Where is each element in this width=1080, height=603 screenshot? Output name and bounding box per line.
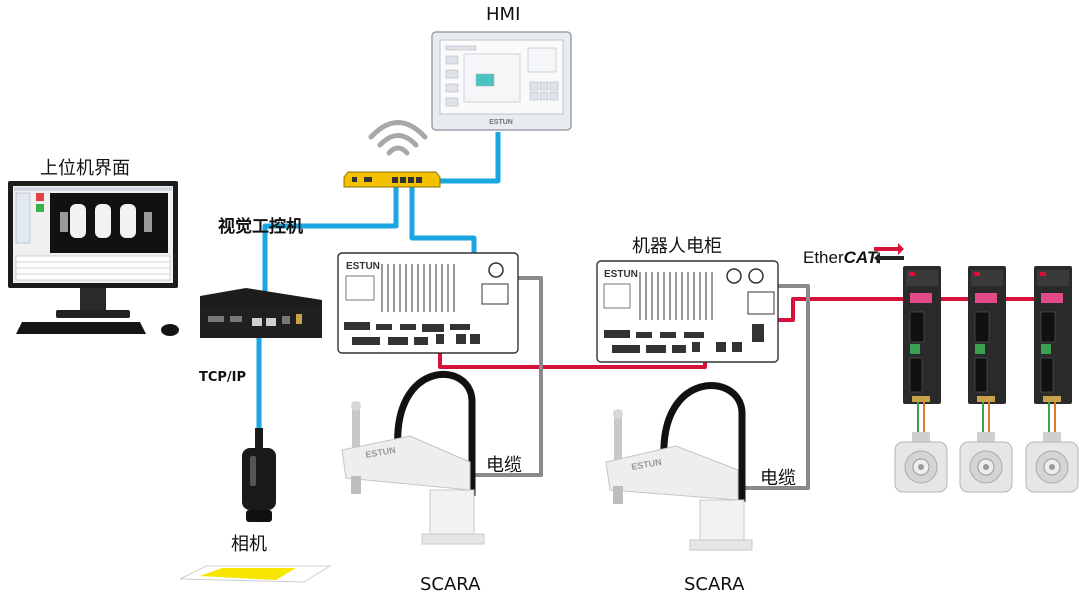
host-mouse <box>161 324 179 336</box>
servo-motor-3 <box>1025 432 1079 493</box>
camera-body <box>242 448 276 510</box>
link-router-ipc <box>262 186 399 322</box>
vision-ipc-label: 视觉工控机 <box>218 217 303 237</box>
power-cables <box>470 276 810 490</box>
cable-cabinet2-scara2 <box>738 284 810 490</box>
camera-label: 相机 <box>231 534 267 555</box>
camera-target <box>179 565 332 583</box>
cable-label-1: 电缆 <box>486 455 522 476</box>
hmi-label: HMI <box>486 4 521 25</box>
host-monitor-base <box>56 310 130 318</box>
camera <box>242 428 276 522</box>
hmi-logo: ESTUN <box>489 119 513 126</box>
host-monitor-neck <box>80 288 106 312</box>
robot-cabinet-1: ESTUN <box>337 252 519 354</box>
link-router-hmi <box>428 132 501 184</box>
ethercat-prefix: Ether <box>803 248 844 267</box>
hmi-screen-widgets <box>445 45 559 107</box>
cabinet-1-logo: ESTUN <box>346 261 380 272</box>
host-ui-label: 上位机界面 <box>40 158 130 179</box>
scara-robot-2: ESTUN <box>605 382 753 551</box>
router <box>343 171 441 188</box>
servo-motor-1 <box>894 432 948 493</box>
wifi-icon <box>368 120 428 156</box>
servo-drive-1 <box>903 266 941 404</box>
scara-2-label: SCARA <box>684 574 745 595</box>
host-pc <box>8 181 179 336</box>
cable-cabinet1-scara1 <box>470 276 543 477</box>
cabinet-2-logo: ESTUN <box>604 269 638 280</box>
robot-cabinet-2: ESTUN <box>596 260 779 363</box>
servo-motor-2 <box>959 432 1013 493</box>
robot-cabinet-label: 机器人电柜 <box>632 236 722 257</box>
ethercat-arrows-icon <box>874 243 904 264</box>
host-keyboard <box>16 322 146 334</box>
ethernet-links <box>256 132 501 430</box>
servo-drive-2 <box>968 266 1006 404</box>
scara-1-label: SCARA <box>420 574 481 595</box>
vision-ipc <box>200 288 322 338</box>
servo-drive-3 <box>1034 266 1072 404</box>
hmi-panel: ESTUN <box>431 31 572 131</box>
ethercat-suffix: CAT. <box>843 248 881 267</box>
cable-label-2: 电缆 <box>760 468 796 489</box>
scara-robot-1: ESTUN <box>341 370 485 545</box>
tcpip-label: TCP/IP <box>199 370 247 385</box>
ethercat-logo: EtherCAT. <box>803 248 881 268</box>
